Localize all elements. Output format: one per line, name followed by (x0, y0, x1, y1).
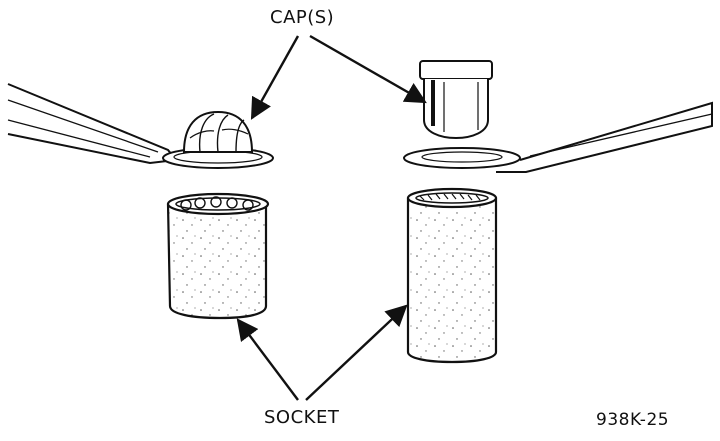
right-cap (419, 60, 493, 140)
left-socket (166, 192, 270, 320)
right-wrench (403, 101, 713, 173)
left-cap (182, 110, 254, 153)
caps-leaders (250, 34, 427, 120)
caps-arrow-right (309, 34, 427, 104)
socket-label: SOCKET (264, 407, 340, 428)
socket-arrow-right (305, 304, 408, 401)
socket-leaders (236, 304, 408, 401)
socket-arrow-left (236, 318, 299, 401)
right-socket (406, 187, 498, 364)
caps-label: CAP(S) (270, 7, 335, 28)
figure-number: 938K-25 (596, 410, 670, 430)
caps-arrow-left (250, 35, 300, 120)
